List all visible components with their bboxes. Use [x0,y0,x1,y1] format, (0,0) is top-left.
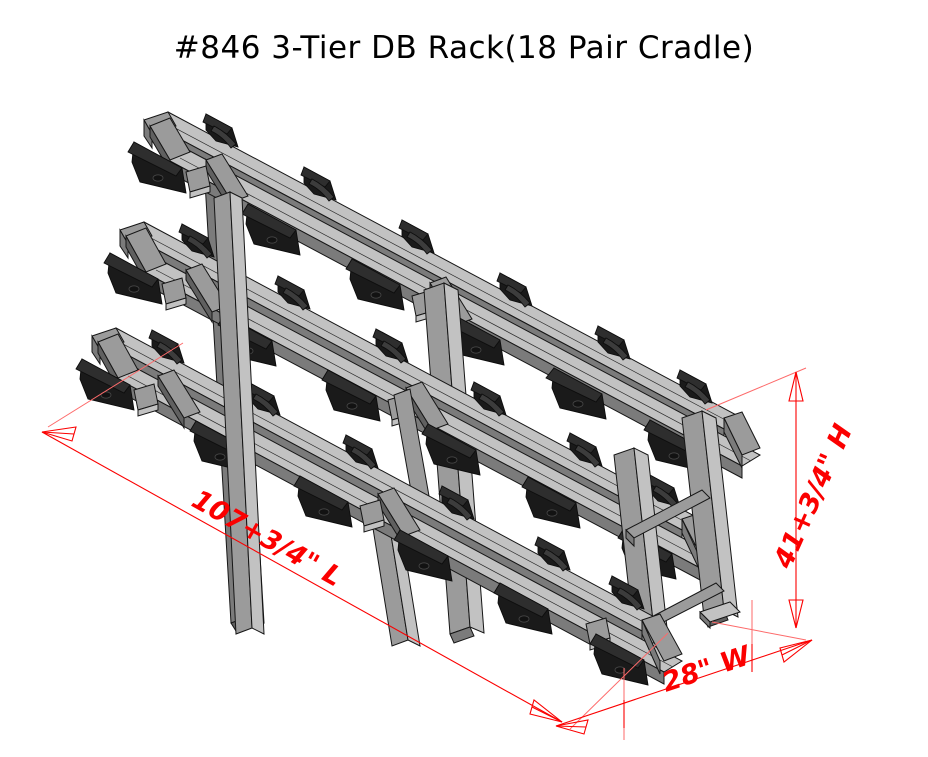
cradle [566,432,603,468]
cradle [644,473,681,509]
cradle [148,329,185,365]
cradle [545,367,607,420]
cradle-row-back-tier1 [202,113,713,405]
cradle [676,369,713,405]
cradle [274,275,311,311]
cradle [534,536,571,572]
rack-assembly [75,111,762,686]
hanger-bracket [185,165,211,199]
dimension-height-label: 41+3/4" H [768,419,859,573]
page-title: #846 3-Tier DB Rack(18 Pair Cradle) [174,30,754,66]
tier-2-middle [103,221,722,582]
cradle [103,252,163,305]
cradle [321,369,381,422]
hanger-bracket [133,383,159,417]
hanger-bracket [359,499,385,533]
cradle [521,476,581,529]
cradle [438,485,475,521]
cradle [398,219,435,255]
cradle [241,203,301,256]
tier-1-top [127,111,762,479]
cradle [608,575,645,611]
cradle [594,325,631,361]
hanger-bracket [161,277,187,311]
cradle [393,529,453,582]
cradle [589,633,649,686]
cradle [293,475,353,528]
cradle [470,381,507,417]
cradle [178,223,215,259]
cradle [421,423,481,476]
cradle [300,166,337,202]
cradle [496,272,533,308]
left-end-leg [213,191,265,635]
cradle-row-front-tier3 [75,358,649,686]
cradle-row-back-tier3 [148,329,645,611]
cradle-row-back-tier2 [178,223,681,509]
cradle [493,582,553,635]
cradle [372,328,409,364]
cradle [127,141,187,194]
cradle [202,113,239,149]
cradle [345,258,405,311]
cradle [342,434,379,470]
